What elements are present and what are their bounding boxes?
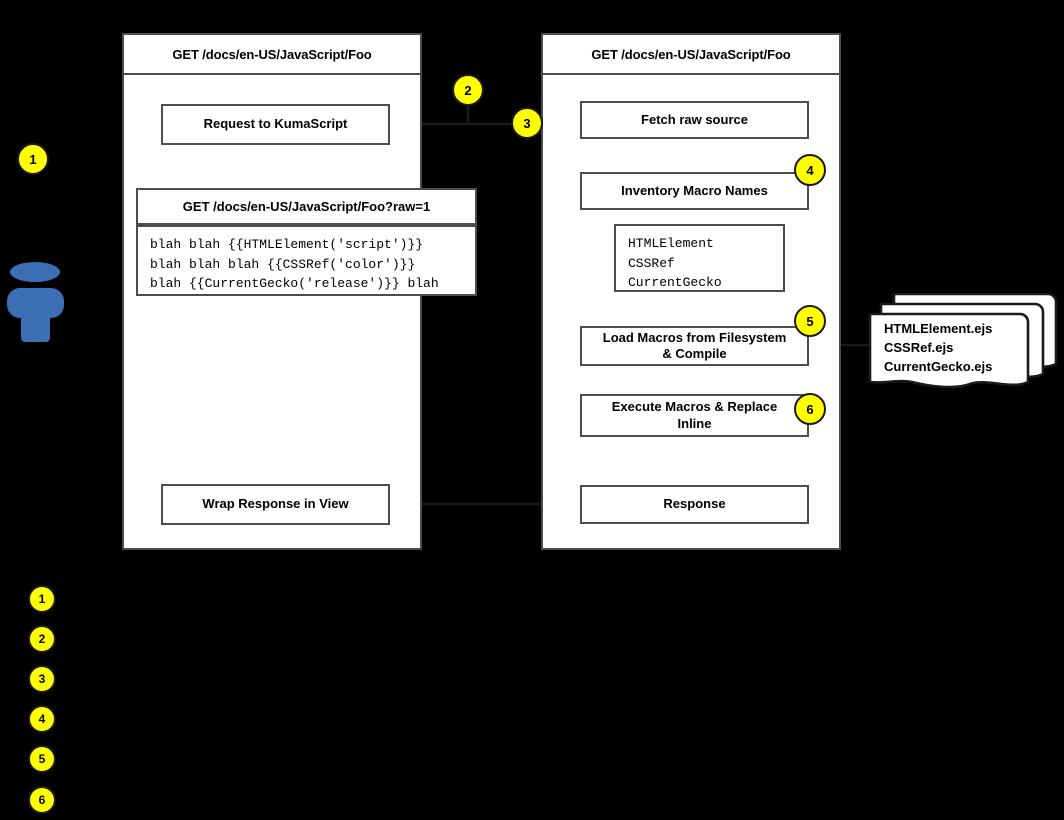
step-badge-1[interactable]: 1 [17,143,49,175]
note-raw-request-line-2: blah blah blah {{CSSRef('color')}} [150,256,416,272]
user-actor-icon [7,262,64,342]
box-inventory-macro-names[interactable]: Inventory Macro Names [580,172,809,210]
file-stack-line-2: CSSRef.ejs [884,339,954,355]
box-inventory-macro-names-label: Inventory Macro Names [621,182,768,198]
legend-badge-1-label: 1 [38,592,46,606]
box-execute-macros-and-replace-inline[interactable]: Execute Macros & Replace Inline [580,394,809,437]
step-badge-4-label: 4 [806,162,814,178]
legend-badge-4[interactable]: 4 [28,705,56,733]
box-response-label: Response [663,496,726,512]
box-fetch-raw-source[interactable]: Fetch raw source [580,101,809,139]
box-wrap-response-in-view-label: Wrap Response in View [202,496,349,512]
box-request-to-kumascript-label: Request to KumaScript [203,116,348,132]
note-raw-request-line-1: blah blah {{HTMLElement('script')}} [150,237,424,252]
legend-badge-5[interactable]: 5 [28,745,56,773]
legend-badge-3[interactable]: 3 [28,665,56,693]
legend-badge-3-label: 3 [38,672,46,686]
step-badge-5-label: 5 [806,313,814,329]
legend-badge-1[interactable]: 1 [28,585,56,613]
step-badge-4[interactable]: 4 [794,154,826,186]
box-request-to-kumascript[interactable]: Request to KumaScript [161,104,390,145]
box-execute-macros-label: Execute Macros & Replace Inline [611,399,778,431]
note-raw-request-title-label: GET /docs/en-US/JavaScript/Foo?raw=1 [182,199,431,214]
step-badge-5[interactable]: 5 [794,305,826,337]
step-badge-3[interactable]: 3 [511,107,543,139]
file-sheet-front [868,312,1030,389]
legend-badge-2-label: 2 [38,632,46,646]
step-badge-1-label: 1 [29,151,37,167]
file-stack-shapes [868,292,1058,389]
actor-body [21,310,50,342]
note-macro-names-line-1: HTMLElement [628,236,714,251]
step-badge-2[interactable]: 2 [452,74,484,106]
actor-head [10,262,60,282]
user-actor[interactable] [4,258,74,348]
legend-badge-6[interactable]: 6 [28,786,56,814]
file-stack-line-1: HTMLElement.ejs [884,321,993,336]
legend-badge-4-label: 4 [38,712,46,726]
note-raw-request-title: GET /docs/en-US/JavaScript/Foo?raw=1 [136,188,477,225]
note-raw-request-line-3: blah {{CurrentGecko('release')}} blah [150,276,439,291]
box-load-macros-from-filesystem-and-compile[interactable]: Load Macros from Filesystem & Compile [580,326,809,366]
box-response[interactable]: Response [580,485,809,524]
box-load-macros-label: Load Macros from Filesystem & Compile [602,329,787,361]
lane-kumascript-header: GET /docs/en-US/JavaScript/Foo [543,35,839,75]
legend-badge-6-label: 6 [38,793,46,807]
lane-kuma-header: GET /docs/en-US/JavaScript/Foo [124,35,420,75]
step-badge-6[interactable]: 6 [794,393,826,425]
step-badge-6-label: 6 [806,401,814,417]
box-wrap-response-in-view[interactable]: Wrap Response in View [161,484,390,525]
note-macro-names-line-3: CurrentGecko [628,275,722,290]
step-badge-2-label: 2 [464,82,472,98]
box-fetch-raw-source-label: Fetch raw source [641,111,748,127]
step-badge-3-label: 3 [523,115,531,131]
legend-badge-5-label: 5 [38,752,46,766]
legend-badge-2[interactable]: 2 [28,625,56,653]
note-macro-names-line-2: CSSRef [628,255,675,271]
file-stack-line-3: CurrentGecko.ejs [884,358,993,374]
note-raw-request-body: blah blah {{HTMLElement('script')}} blah … [136,225,477,296]
